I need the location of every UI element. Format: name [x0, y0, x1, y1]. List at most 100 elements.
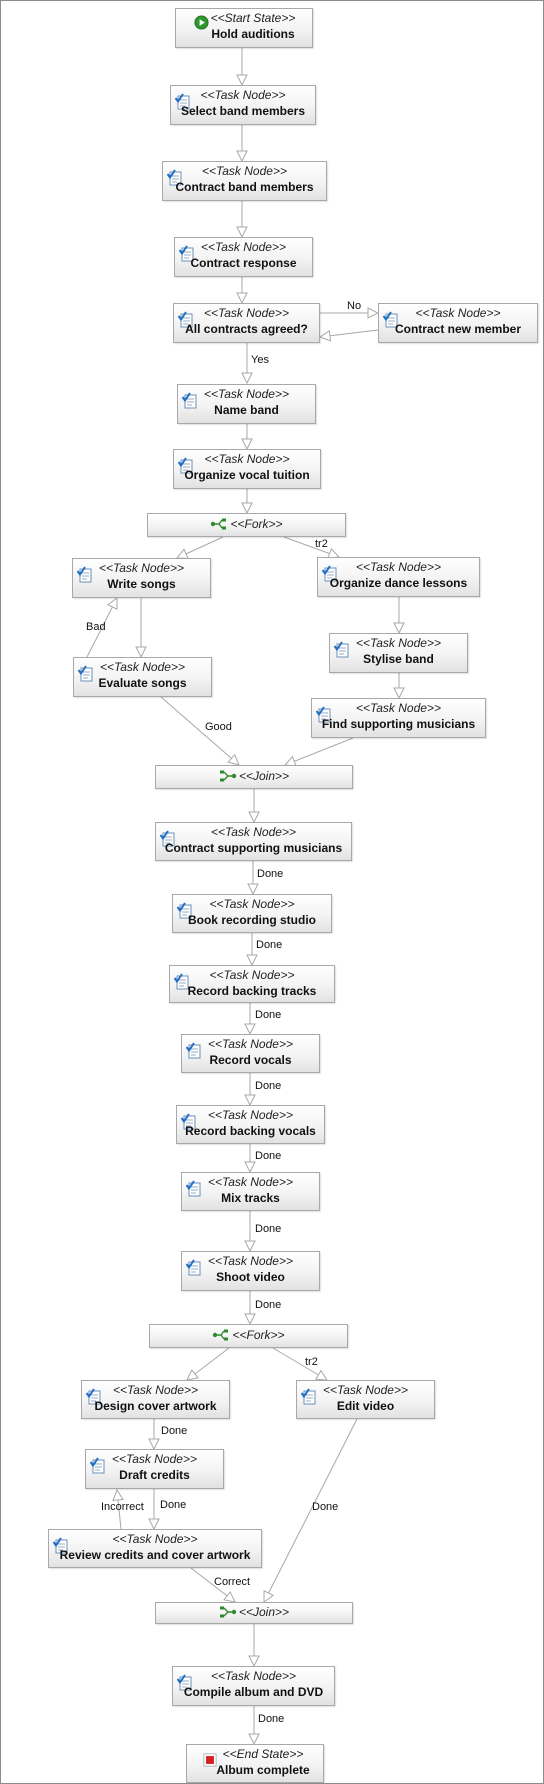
- end-state-icon: [203, 1753, 217, 1767]
- fork-node-1[interactable]: <<Fork>>: [147, 513, 346, 537]
- task-node-icon: [182, 392, 197, 409]
- node-name: All contracts agreed?: [185, 322, 308, 336]
- task-node-record-backing-vocals[interactable]: <<Task Node>> Record backing vocals: [176, 1105, 325, 1144]
- edge-label-done: Done: [255, 1223, 282, 1235]
- task-node-icon: [186, 1042, 201, 1059]
- task-node-icon: [167, 169, 182, 186]
- edge-evaluate-to-write[interactable]: [86, 598, 117, 658]
- node-name: Record backing vocals: [185, 1124, 316, 1138]
- task-node-record-vocals[interactable]: <<Task Node>> Record vocals: [181, 1034, 320, 1073]
- node-stereotype: <<Task Node>>: [208, 1254, 293, 1268]
- edge-label-no: No: [347, 300, 362, 312]
- task-node-shoot-video[interactable]: <<Task Node>> Shoot video: [181, 1251, 320, 1291]
- edge-fork-to-write-songs[interactable]: [177, 536, 224, 558]
- node-name: Evaluate songs: [98, 676, 187, 690]
- edge-evaluate-to-join[interactable]: [160, 696, 239, 765]
- node-name: Design cover artwork: [94, 1399, 217, 1413]
- task-node-icon: [322, 565, 337, 582]
- task-node-contract-band-members[interactable]: <<Task Node>> Contract band members: [162, 161, 327, 201]
- task-node-contract-response[interactable]: <<Task Node>> Contract response: [174, 237, 313, 277]
- start-state-hold-auditions[interactable]: <<Start State>> Hold auditions: [175, 8, 313, 48]
- edge-find-to-join[interactable]: [285, 737, 354, 765]
- task-node-organize-dance-lessons[interactable]: <<Task Node>> Organize dance lessons: [317, 557, 480, 597]
- task-node-icon: [175, 93, 190, 110]
- edge-review-to-draft[interactable]: [117, 1490, 121, 1530]
- node-stereotype: <<Task Node>>: [200, 88, 286, 102]
- node-stereotype: <<End State>>: [222, 1747, 304, 1761]
- task-node-book-recording-studio[interactable]: <<Task Node>> Book recording studio: [172, 894, 332, 933]
- node-stereotype: <<Task Node>>: [211, 825, 296, 839]
- node-stereotype: <<Task Node>>: [209, 897, 295, 911]
- task-node-contract-supporting-musicians[interactable]: <<Task Node>> Contract supporting musici…: [155, 822, 352, 861]
- node-stereotype: <<Task Node>>: [100, 660, 185, 674]
- node-stereotype: <<Task Node>>: [202, 164, 287, 178]
- task-node-mix-tracks[interactable]: <<Task Node>> Mix tracks: [181, 1172, 320, 1211]
- edge-label-done: Done: [160, 1499, 187, 1511]
- task-node-icon: [383, 311, 398, 328]
- join-node-1[interactable]: <<Join>>: [155, 765, 353, 789]
- task-node-edit-video[interactable]: <<Task Node>> Edit video: [296, 1380, 435, 1419]
- node-stereotype: <<Task Node>>: [208, 1175, 293, 1189]
- task-node-icon: [53, 1537, 68, 1554]
- task-node-icon: [90, 1457, 105, 1474]
- edge-new-member-to-agreed[interactable]: [320, 329, 379, 337]
- node-name: Hold auditions: [211, 27, 295, 41]
- node-stereotype: <<Task Node>>: [356, 701, 441, 715]
- edge-label-done: Done: [257, 868, 284, 880]
- end-state-album-complete[interactable]: <<End State>> Album complete: [186, 1744, 324, 1783]
- task-node-stylise-band[interactable]: <<Task Node>> Stylise band: [329, 633, 468, 673]
- fork-icon: [213, 1329, 229, 1341]
- node-stereotype: <<Task Node>>: [323, 1383, 408, 1397]
- task-node-icon: [177, 1674, 192, 1691]
- edge-label-done: Done: [161, 1425, 188, 1437]
- task-node-icon: [174, 973, 189, 990]
- node-stereotype: <<Task Node>>: [112, 1532, 198, 1546]
- node-name: Find supporting musicians: [321, 717, 476, 731]
- join-icon: [219, 1606, 237, 1618]
- task-node-organize-vocal-tuition[interactable]: <<Task Node>> Organize vocal tuition: [173, 449, 321, 489]
- fork-node-2[interactable]: <<Fork>>: [149, 1324, 348, 1348]
- edge-fork-to-design[interactable]: [187, 1347, 230, 1380]
- node-stereotype: <<Task Node>>: [211, 1669, 296, 1683]
- edge-label-done: Done: [255, 1150, 282, 1162]
- node-stereotype: <<Start State>>: [210, 11, 296, 25]
- edge-label-done: Done: [312, 1501, 339, 1513]
- task-node-contract-new-member[interactable]: <<Task Node>> Contract new member: [378, 303, 538, 343]
- node-name: Select band members: [180, 104, 306, 118]
- edge-label-done: Done: [256, 939, 283, 951]
- node-name: Edit video: [336, 1399, 395, 1413]
- node-name: Review credits and cover artwork: [59, 1548, 251, 1562]
- node-name: Stylise band: [363, 652, 434, 666]
- task-node-name-band[interactable]: <<Task Node>> Name band: [177, 384, 316, 424]
- task-node-review-credits-and-cover-artwork[interactable]: <<Task Node>> Review credits and cover a…: [48, 1529, 262, 1568]
- edge-label-good: Good: [205, 721, 232, 733]
- task-node-icon: [160, 830, 175, 847]
- task-node-write-songs[interactable]: <<Task Node>> Write songs: [72, 558, 211, 598]
- task-node-design-cover-artwork[interactable]: <<Task Node>> Design cover artwork: [81, 1380, 230, 1419]
- node-stereotype: <<Task Node>>: [112, 1452, 197, 1466]
- task-node-draft-credits[interactable]: <<Task Node>> Draft credits: [85, 1449, 224, 1489]
- node-name: Record vocals: [209, 1053, 292, 1067]
- join-node-2[interactable]: <<Join>>: [155, 1602, 353, 1624]
- edge-edit-to-join[interactable]: [264, 1418, 358, 1602]
- node-stereotype: <<Task Node>>: [204, 452, 290, 466]
- task-node-icon: [78, 665, 93, 682]
- node-name: Mix tracks: [221, 1191, 280, 1205]
- task-node-select-band-members[interactable]: <<Task Node>> Select band members: [170, 85, 316, 125]
- task-node-evaluate-songs[interactable]: <<Task Node>> Evaluate songs: [73, 657, 212, 697]
- task-node-icon: [316, 706, 331, 723]
- edge-fork-to-dance[interactable]: [283, 536, 339, 557]
- task-node-record-backing-tracks[interactable]: <<Task Node>> Record backing tracks: [169, 965, 335, 1003]
- task-node-all-contracts-agreed[interactable]: <<Task Node>> All contracts agreed?: [173, 303, 320, 343]
- node-name: Contract band members: [175, 180, 314, 194]
- task-node-compile-album-and-dvd[interactable]: <<Task Node>> Compile album and DVD: [172, 1666, 335, 1706]
- node-name: Write songs: [107, 577, 176, 591]
- node-name: Shoot video: [216, 1270, 285, 1284]
- start-state-icon: [194, 15, 209, 30]
- edge-fork-to-edit[interactable]: [272, 1347, 327, 1380]
- task-node-find-supporting-musicians[interactable]: <<Task Node>> Find supporting musicians: [311, 698, 486, 738]
- task-node-icon: [334, 641, 349, 658]
- node-stereotype: <<Task Node>>: [99, 561, 184, 575]
- edge-review-to-join[interactable]: [190, 1567, 235, 1602]
